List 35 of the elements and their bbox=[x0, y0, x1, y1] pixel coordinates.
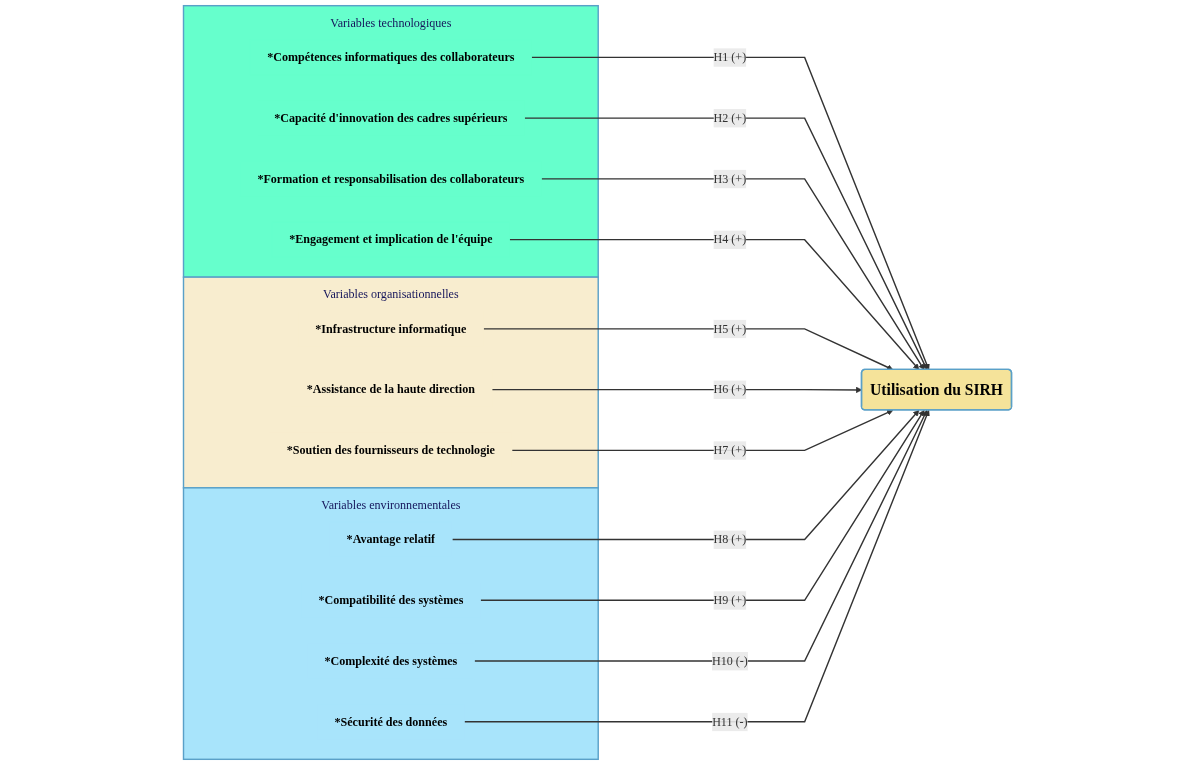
arrow bbox=[473, 409, 928, 662]
node-text: *Compétences informatiques des collaborateurs bbox=[267, 50, 515, 64]
edge-label: H11 (-) bbox=[712, 714, 748, 729]
edge-label: H1 (+) bbox=[713, 50, 747, 64]
edge-label: H2 (+) bbox=[713, 111, 747, 125]
node-text: *Formation et responsabilisation des collaborateurs bbox=[257, 171, 525, 186]
arrow bbox=[479, 409, 925, 601]
arrow bbox=[482, 328, 894, 371]
edge-label: H5 (+) bbox=[713, 321, 747, 336]
arrow bbox=[540, 178, 925, 370]
cluster bbox=[182, 487, 599, 760]
node-text: *Assistance de la haute direction bbox=[306, 382, 475, 397]
arrow bbox=[451, 409, 920, 541]
node-text: *Capacité d'innovation des cadres supérieurs bbox=[274, 111, 508, 125]
cluster bbox=[182, 5, 599, 278]
edge-label: H10 (-) bbox=[711, 654, 748, 668]
edge-label: H6 (+) bbox=[713, 382, 747, 397]
edge-label: H3 (+) bbox=[713, 171, 747, 186]
node-text: *Infrastructure informatique bbox=[315, 321, 467, 336]
node-text: *Avantage relatif bbox=[346, 532, 436, 547]
node-text: *Soutien des fournisseurs de technologie bbox=[286, 443, 495, 457]
arrow bbox=[508, 238, 920, 370]
node-text: *Compatibilité des systèmes bbox=[318, 593, 464, 607]
cluster bbox=[182, 276, 599, 489]
edge-label: H7 (+) bbox=[713, 443, 747, 457]
arrow bbox=[511, 409, 894, 452]
arrow bbox=[530, 56, 930, 370]
edge-label: H8 (+) bbox=[713, 532, 747, 547]
arrow bbox=[463, 409, 930, 723]
node-text: *Complexité des systèmes bbox=[324, 654, 458, 668]
edge-label: H9 (+) bbox=[713, 593, 747, 607]
node-text: *Sécurité des données bbox=[334, 714, 448, 729]
edge-label: H4 (+) bbox=[713, 232, 747, 247]
node-text: *Engagement et implication de l'équipe bbox=[289, 232, 493, 247]
arrow bbox=[523, 117, 928, 370]
